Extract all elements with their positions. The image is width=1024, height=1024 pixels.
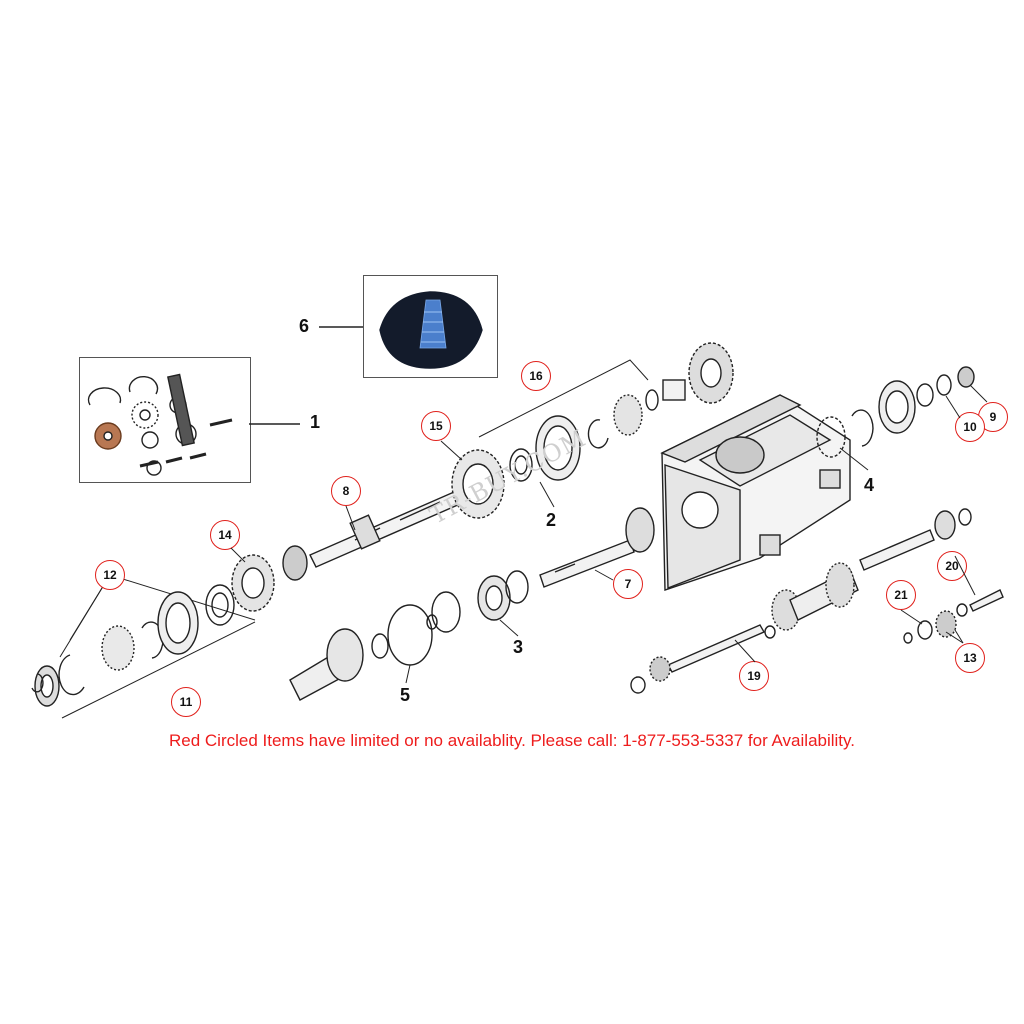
- callout-1: 1: [310, 412, 321, 432]
- kit-parts: [87, 373, 233, 476]
- callout-5: 5: [400, 685, 411, 705]
- synchro-assembly-16: [535, 342, 734, 481]
- mainshaft: [309, 484, 477, 568]
- callout-15: 15: [421, 411, 451, 441]
- callout-8: 8: [331, 476, 361, 506]
- callout-19: 19: [739, 661, 769, 691]
- callout-7: 7: [613, 569, 643, 599]
- callout-14: 14: [210, 520, 240, 550]
- callout-4: 4: [864, 475, 875, 495]
- part-6-image: [379, 291, 483, 369]
- callout-20: 20: [937, 551, 967, 581]
- synchro-assembly-11: [31, 584, 235, 707]
- callout-2: 2: [546, 510, 557, 530]
- availability-notice: Red Circled Items have limited or no ava…: [168, 731, 855, 750]
- callout-3: 3: [513, 637, 524, 657]
- callout-12: 12: [95, 560, 125, 590]
- callout-10: 10: [955, 412, 985, 442]
- kit-inset-box: [79, 357, 251, 483]
- retainer-5: [289, 604, 438, 701]
- cluster-gear: [771, 562, 859, 631]
- callout-11: 11: [171, 687, 201, 717]
- callout-21: 21: [886, 580, 916, 610]
- transmission-case: [660, 394, 851, 591]
- callout-16: 16: [521, 361, 551, 391]
- gear-15: [451, 449, 505, 519]
- countershaft-7: [539, 507, 655, 588]
- callout-13: 13: [955, 643, 985, 673]
- callout-6: 6: [299, 316, 310, 336]
